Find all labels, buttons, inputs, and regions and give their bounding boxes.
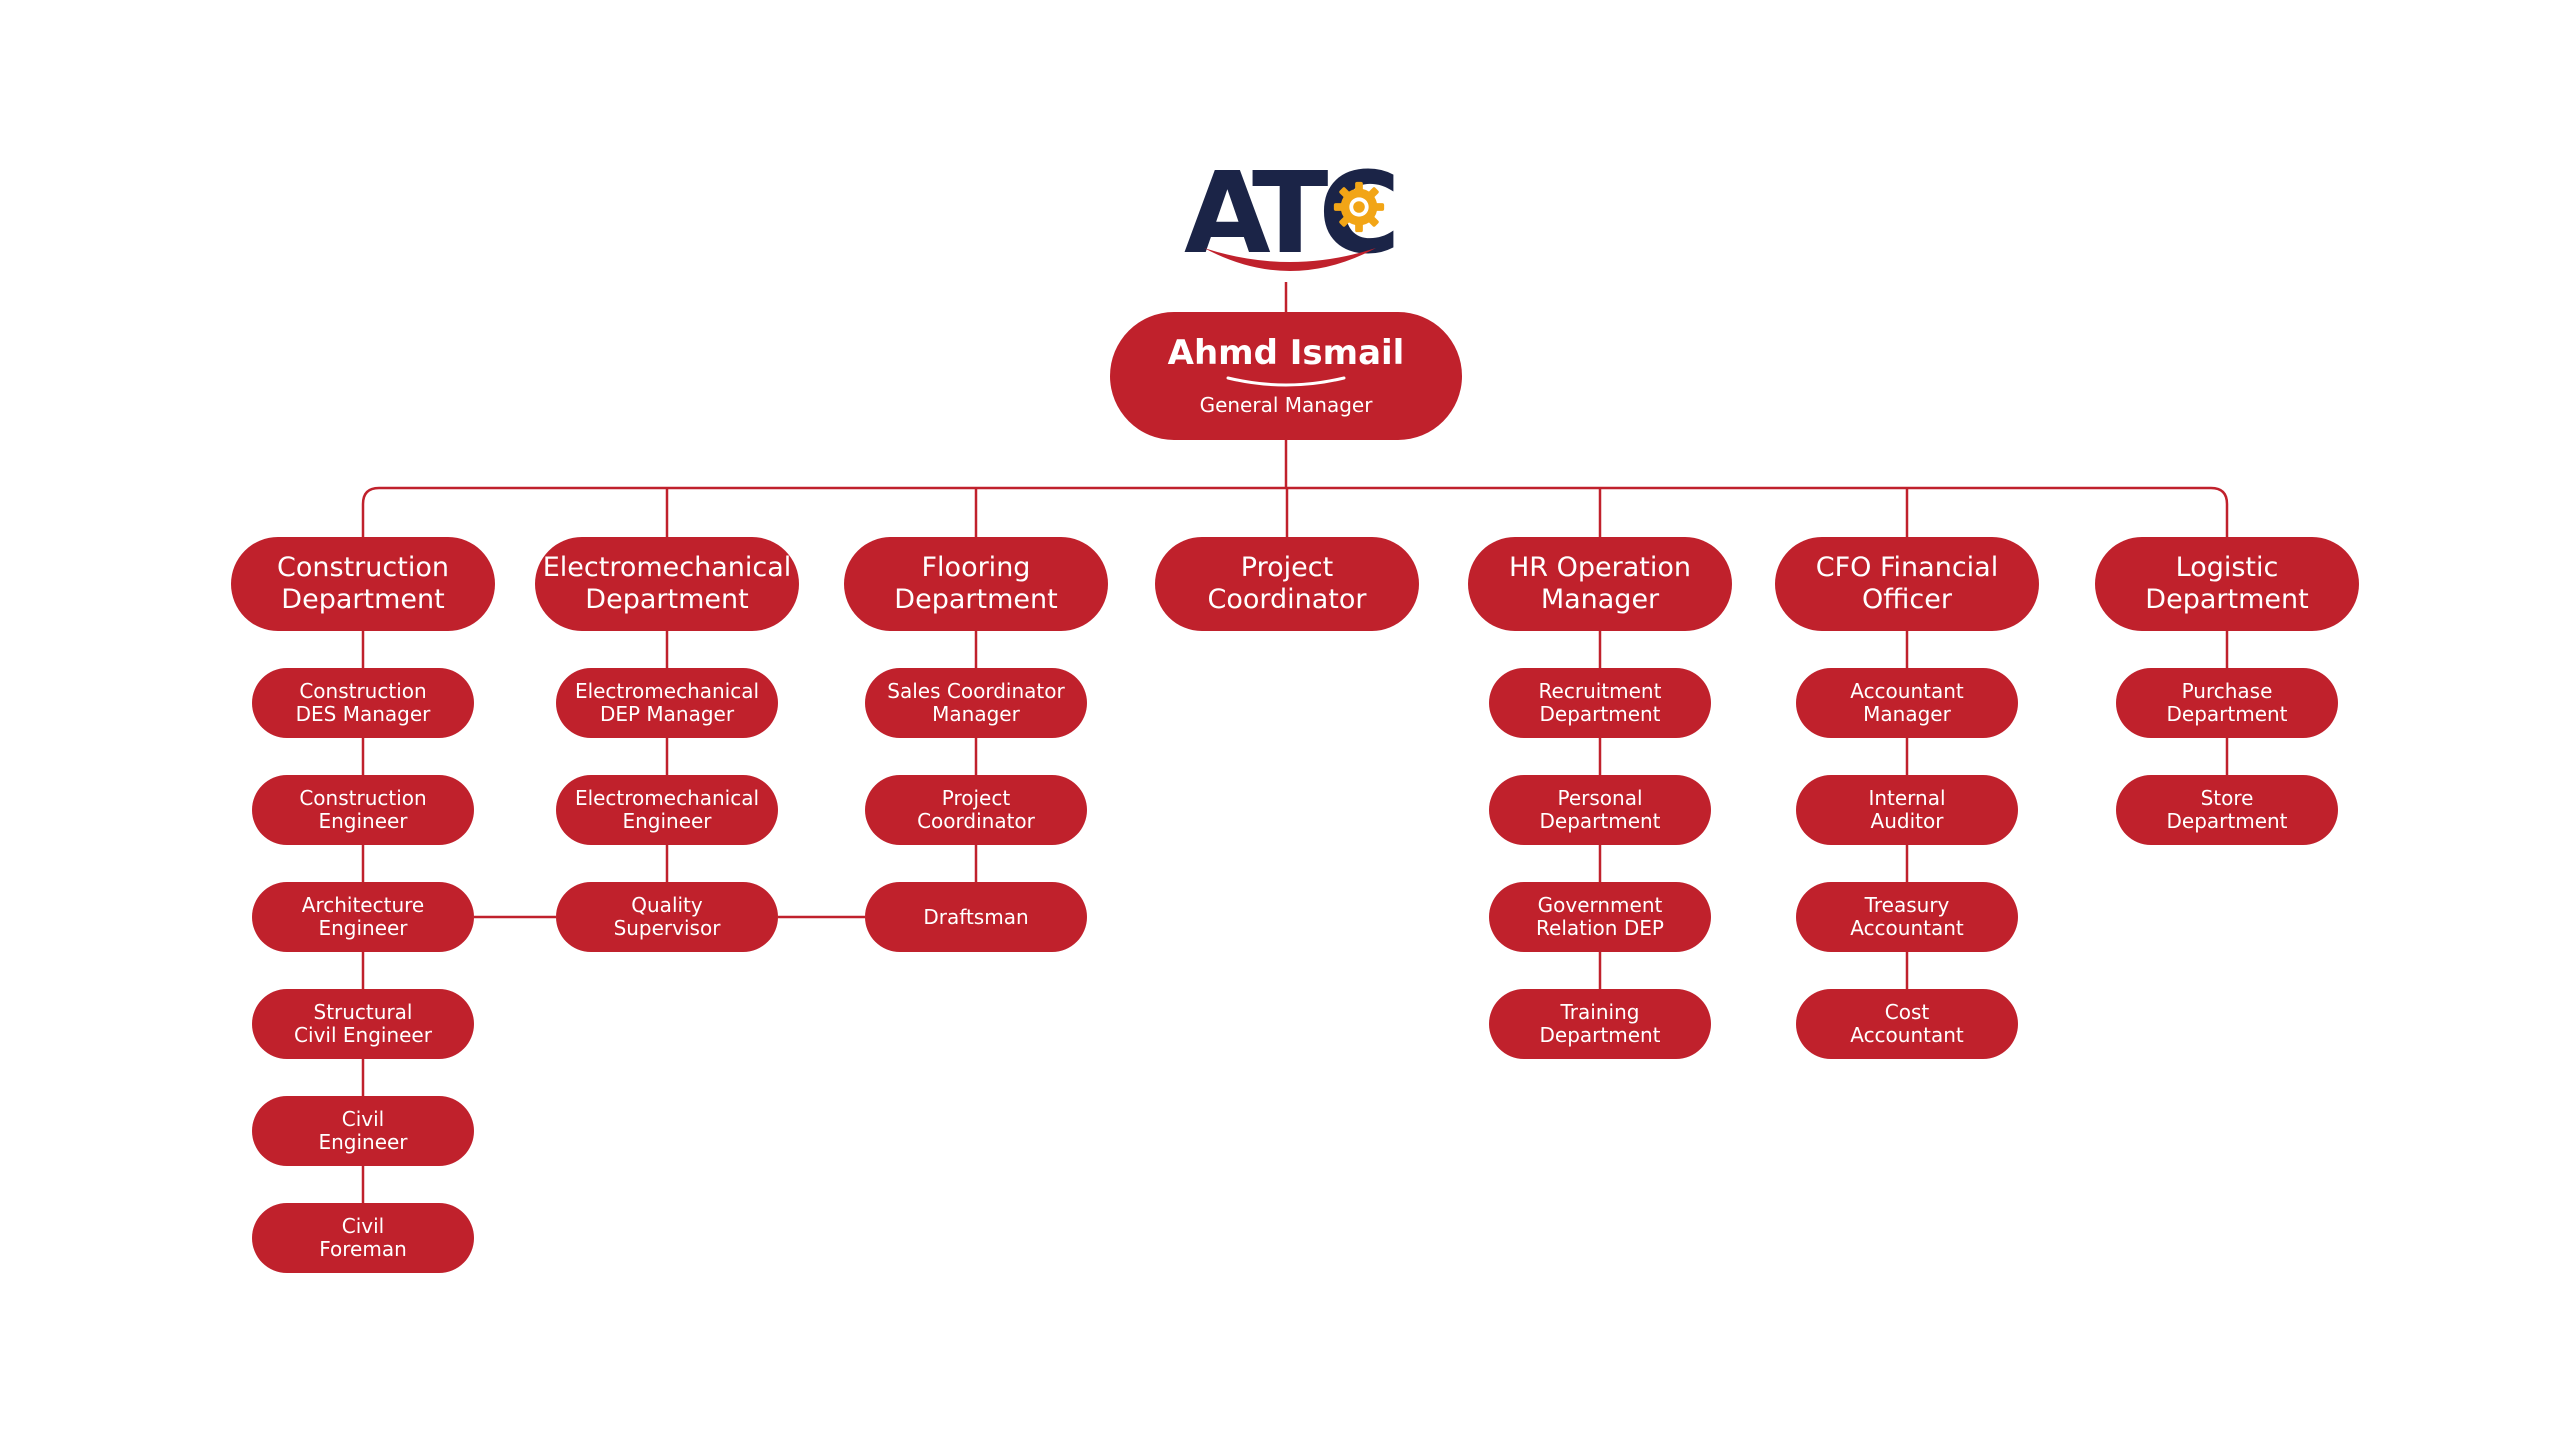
role-node: Draftsman: [865, 882, 1087, 952]
role-node: Civil Foreman: [252, 1203, 474, 1273]
role-node: Personal Department: [1489, 775, 1711, 845]
company-logo: ATC: [1170, 150, 1410, 285]
role-node: Construction DES Manager: [252, 668, 474, 738]
role-node: Civil Engineer: [252, 1096, 474, 1166]
manager-name: Ahmd Ismail: [1167, 333, 1405, 373]
role-node: Sales Coordinator Manager: [865, 668, 1087, 738]
role-node: Electromechanical Engineer: [556, 775, 778, 845]
role-node: Training Department: [1489, 989, 1711, 1059]
role-node: Electromechanical DEP Manager: [556, 668, 778, 738]
role-node: Quality Supervisor: [556, 882, 778, 952]
role-node: Cost Accountant: [1796, 989, 2018, 1059]
gear-icon: [1333, 181, 1385, 233]
role-node: Recruitment Department: [1489, 668, 1711, 738]
general-manager-node: Ahmd Ismail General Manager: [1110, 312, 1462, 440]
role-node: Structural Civil Engineer: [252, 989, 474, 1059]
role-node: Purchase Department: [2116, 668, 2338, 738]
role-node: Project Coordinator: [865, 775, 1087, 845]
department-node: CFO Financial Officer: [1775, 537, 2039, 631]
department-node: Flooring Department: [844, 537, 1108, 631]
manager-title: General Manager: [1199, 393, 1373, 417]
department-node: HR Operation Manager: [1468, 537, 1732, 631]
name-swoosh: [1226, 376, 1346, 387]
role-node: Treasury Accountant: [1796, 882, 2018, 952]
department-bus: [361, 486, 2229, 537]
department-node: Construction Department: [231, 537, 495, 631]
role-node: Store Department: [2116, 775, 2338, 845]
department-node: Electromechanical Department: [535, 537, 799, 631]
role-node: Construction Engineer: [252, 775, 474, 845]
role-node: Internal Auditor: [1796, 775, 2018, 845]
department-node: Logistic Department: [2095, 537, 2359, 631]
role-node: Architecture Engineer: [252, 882, 474, 952]
role-node: Accountant Manager: [1796, 668, 2018, 738]
role-node: Government Relation DEP: [1489, 882, 1711, 952]
department-node: Project Coordinator: [1155, 537, 1419, 631]
logo-swoosh: [1204, 248, 1376, 271]
